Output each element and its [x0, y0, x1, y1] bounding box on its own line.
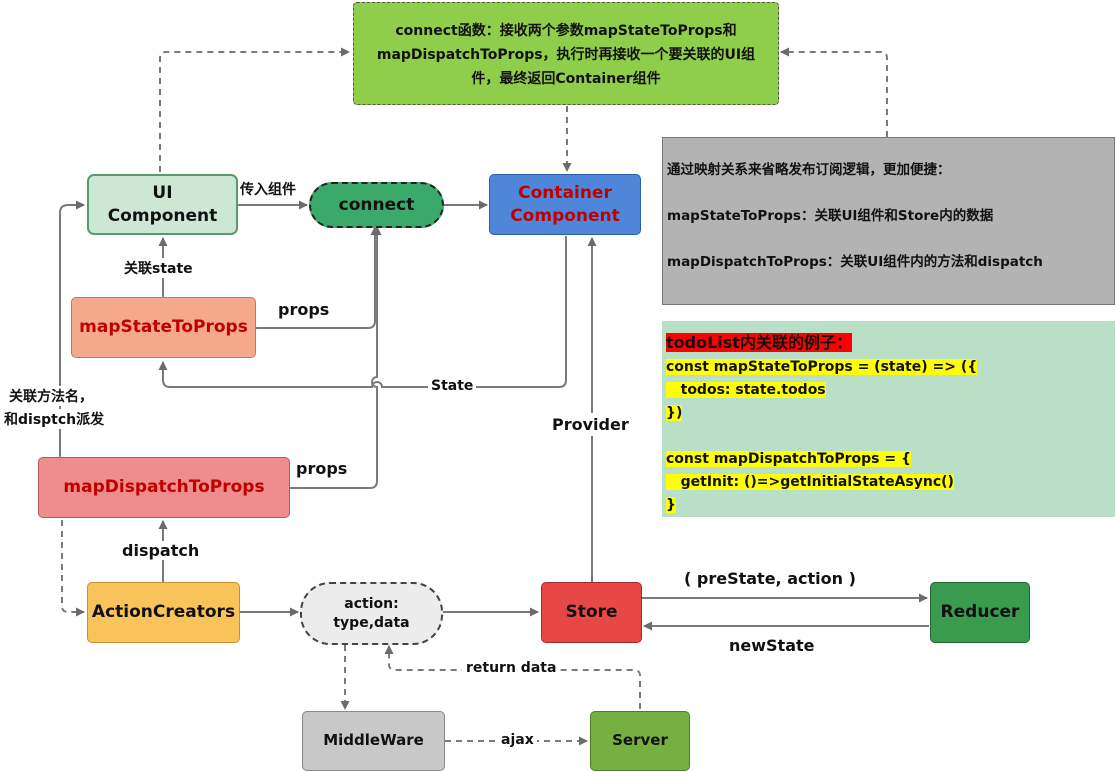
connect-label: connect	[338, 194, 415, 215]
map-dispatch-to-props-label: mapDispatchToProps	[63, 477, 265, 498]
edge-container-to-mapstate	[158, 236, 567, 388]
example-title: todoList内关联的例子：	[666, 333, 852, 352]
edge-label-props-dispatch: props	[296, 459, 348, 478]
edge-label-ajax: ajax	[498, 732, 537, 748]
example-line: const mapDispatchToProps = {	[666, 451, 911, 467]
server-node[interactable]: Server	[590, 711, 690, 771]
middleware-label: MiddleWare	[323, 731, 424, 750]
ui-component-label: UI Component	[107, 183, 218, 226]
edge-label-dispatch: dispatch	[122, 541, 200, 560]
container-component-node[interactable]: Container Component	[489, 174, 641, 235]
connect-description-text: connect函数：接收两个参数mapStateToProps和mapDispa…	[376, 23, 756, 87]
example-line: const mapStateToProps = (state) => ({	[666, 359, 978, 375]
edge-rightnote-to-note	[780, 47, 888, 137]
example-line: }	[666, 497, 676, 513]
edge-label-return-data: return data	[462, 660, 561, 676]
edge-label-pre-state-action: ( preState, action )	[684, 569, 856, 588]
example-line: todos: state.todos	[666, 382, 826, 398]
edge-label-new-state: newState	[729, 636, 815, 655]
edge-mapstate-to-connect	[256, 226, 380, 329]
mapping-dispatch-text: mapDispatchToProps：关联UI组件内的方法和dispatch	[667, 254, 1043, 270]
reducer-node[interactable]: Reducer	[930, 582, 1030, 643]
todolist-example-note: todoList内关联的例子： const mapStateToProps = …	[662, 321, 1115, 517]
action-node[interactable]: action: type,data	[300, 582, 443, 645]
mapping-note: 通过映射关系来省略发布订阅逻辑，更加便捷： mapStateToProps：关联…	[662, 137, 1115, 305]
example-line: getInit: ()=>getInitialStateAsync()	[666, 474, 954, 490]
map-dispatch-to-props-node[interactable]: mapDispatchToProps	[38, 457, 290, 518]
map-state-to-props-label: mapStateToProps	[79, 317, 248, 338]
edge-ui-to-note	[159, 47, 350, 172]
server-label: Server	[612, 731, 668, 750]
store-node[interactable]: Store	[541, 582, 642, 643]
edge-label-pass-component: 传入组件	[240, 182, 296, 198]
store-label: Store	[565, 602, 618, 623]
action-label: action: type,data	[333, 596, 410, 631]
reducer-label: Reducer	[940, 602, 1020, 623]
ui-component-node[interactable]: UI Component	[87, 174, 238, 235]
action-creators-node[interactable]: ActionCreators	[87, 582, 240, 643]
connect-node[interactable]: connect	[309, 182, 444, 228]
edge-label-state: State	[428, 378, 477, 394]
edge-label-props-state: props	[278, 300, 330, 319]
example-line: })	[666, 405, 683, 421]
edge-server-to-action	[384, 645, 641, 709]
map-state-to-props-node[interactable]: mapStateToProps	[71, 297, 256, 358]
edge-label-link-methods-1: 关联方法名，	[9, 386, 93, 406]
connect-description-note: connect函数：接收两个参数mapStateToProps和mapDispa…	[353, 2, 779, 105]
middleware-node[interactable]: MiddleWare	[302, 711, 445, 771]
edge-label-provider: Provider	[552, 413, 629, 436]
mapping-intro-text: 通过映射关系来省略发布订阅逻辑，更加便捷：	[667, 162, 951, 178]
mapping-state-text: mapStateToProps：关联UI组件和Store内的数据	[667, 208, 994, 224]
edge-ui-mapdispatch	[55, 200, 85, 464]
edge-label-link-state: 关联state	[124, 258, 193, 278]
edge-label-link-methods-2: 和disptch派发	[4, 409, 105, 429]
action-creators-label: ActionCreators	[91, 602, 236, 623]
edge-mapdispatch-to-connect	[290, 226, 382, 489]
container-component-label: Container Component	[510, 183, 620, 226]
edge-mapdispatch-to-actioncreators	[61, 520, 85, 617]
